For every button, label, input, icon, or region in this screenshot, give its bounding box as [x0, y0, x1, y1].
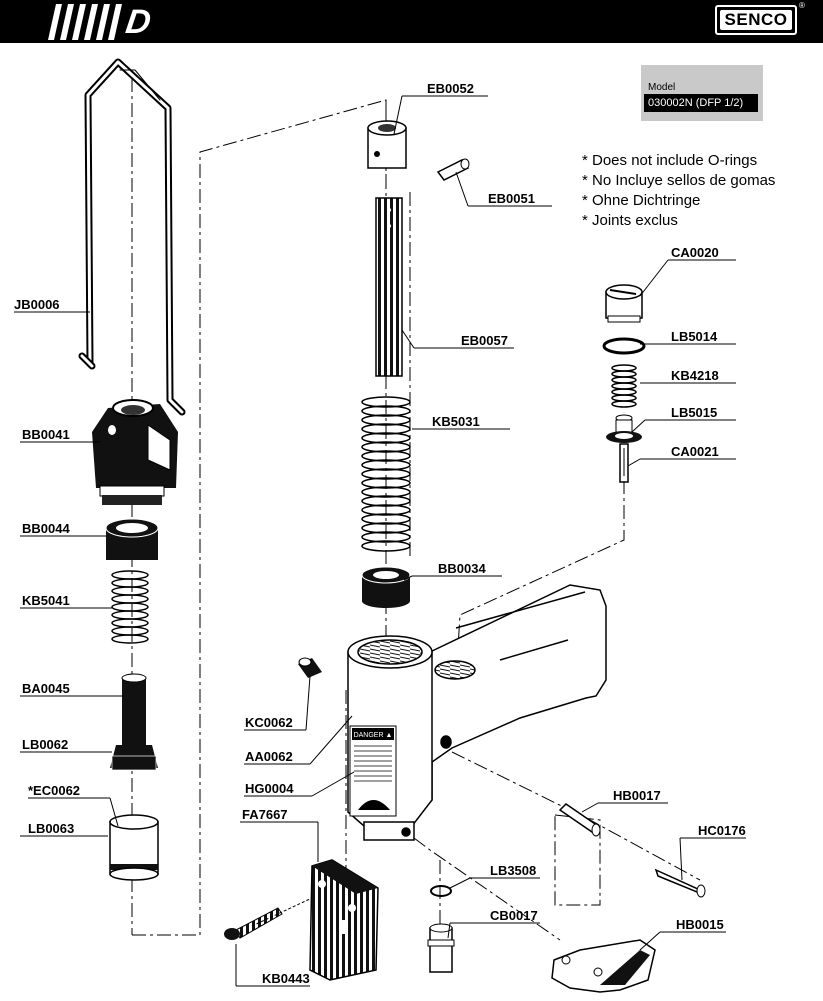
ring-bb0034: [361, 566, 411, 608]
decal-text: DANGER ▲: [354, 732, 393, 739]
pin-hc0176: [654, 868, 706, 898]
trigger-hb0015: [551, 939, 656, 993]
label-fa7667: FA7667: [242, 807, 288, 822]
label-bb0034: BB0034: [438, 561, 486, 576]
label-lb5015: LB5015: [671, 405, 718, 420]
registered-mark: ®: [799, 1, 805, 10]
spring-kb4218: [611, 364, 637, 408]
ring-bb0044: [105, 518, 159, 560]
o-ring-lb3508: [430, 885, 452, 897]
label-aa0062: AA0062: [245, 749, 293, 764]
valve-lb5015-ca0021: [606, 414, 642, 483]
header-stripes: [48, 4, 122, 40]
note-english: * Does not include O-rings: [582, 152, 758, 169]
label-cb0017: CB0017: [490, 908, 538, 923]
label-hb0015: HB0015: [676, 917, 724, 932]
label-lb3508: LB3508: [490, 863, 537, 878]
label-kc0062: KC0062: [245, 715, 293, 730]
note-spanish: * No Incluye sellos de gomas: [582, 172, 776, 189]
plate-fa7667: [309, 859, 379, 981]
label-eb0057: EB0057: [461, 333, 508, 348]
model-label: Model: [648, 82, 676, 93]
pin-eb0051: [436, 158, 470, 181]
label-kb0443: KB0443: [262, 971, 310, 986]
piston-ba0045: [110, 673, 158, 771]
label-ca0021: CA0021: [671, 444, 719, 459]
model-value: 030002N (DFP 1/2): [644, 94, 758, 112]
note-french: * Joints exclus: [582, 212, 678, 229]
bumper-lb0063: [109, 814, 159, 881]
label-kb5041: KB5041: [22, 593, 70, 608]
label-kb4218: KB4218: [671, 368, 719, 383]
spring-kb5031: [361, 396, 411, 552]
label-lb0062: LB0062: [22, 737, 69, 752]
cap-eb0052: [367, 120, 407, 169]
leader-lines: [14, 95, 746, 987]
label-hc0176: HC0176: [698, 823, 746, 838]
label-jb0006: JB0006: [14, 297, 60, 312]
label-eb0052: EB0052: [427, 81, 474, 96]
label-ec0062: *EC0062: [28, 783, 81, 798]
label-bb0044: BB0044: [22, 521, 70, 536]
nozzle-bb0041: [92, 399, 178, 505]
senco-logo-text: SENCO: [720, 10, 792, 30]
spring-kb5041: [111, 570, 149, 644]
model-box: Model 030002N (DFP 1/2): [641, 65, 763, 121]
senco-logo: SENCO: [715, 5, 797, 35]
label-hg0004: HG0004: [245, 781, 294, 796]
label-hb0017: HB0017: [613, 788, 661, 803]
blade-eb0057: [375, 197, 403, 377]
label-ca0020: CA0020: [671, 245, 719, 260]
screw-kb0443: [224, 897, 313, 940]
notes: * Does not include O-rings * No Incluye …: [582, 151, 775, 231]
danger-decal-hg0004: DANGER ▲: [349, 725, 397, 817]
label-lb0063: LB0063: [28, 821, 75, 836]
wire-jb0006: [78, 58, 186, 416]
label-bb0041: BB0041: [22, 427, 70, 442]
cap-ca0020: [605, 284, 643, 323]
label-eb0051: EB0051: [488, 191, 535, 206]
pin-hb0017: [558, 803, 601, 837]
label-kb5031: KB5031: [432, 414, 480, 429]
label-lb5014: LB5014: [671, 329, 718, 344]
plug-kc0062: [298, 657, 322, 678]
note-german: * Ohne Dichtringe: [582, 192, 701, 209]
header-bar: D SENCO ®: [0, 0, 823, 43]
o-ring-lb5014: [602, 337, 646, 355]
valve-cb0017: [427, 923, 455, 973]
label-ba0045: BA0045: [22, 681, 70, 696]
